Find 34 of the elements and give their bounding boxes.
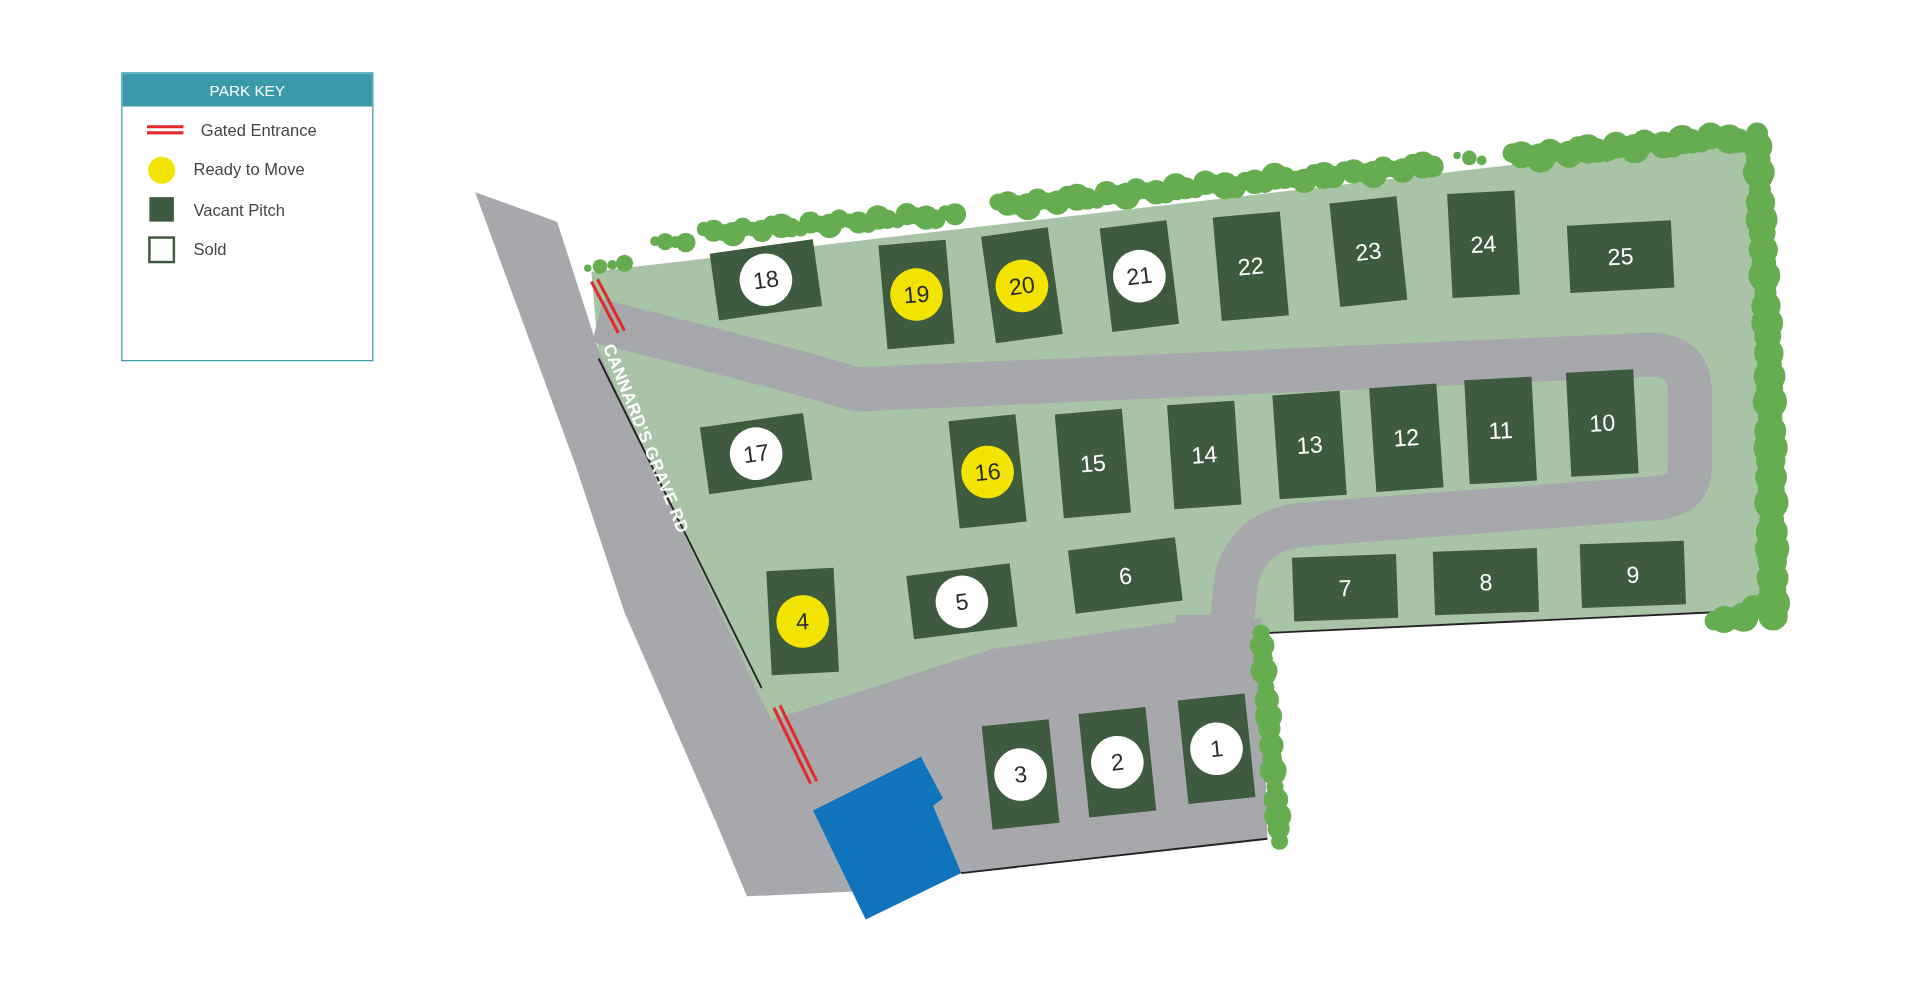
pitch-number: 9 — [1625, 562, 1640, 587]
pitch-number: 11 — [1487, 417, 1513, 443]
pitch-number: 12 — [1392, 424, 1420, 450]
legend-label: Ready to Move — [193, 160, 305, 179]
pitch-number: 25 — [1606, 243, 1634, 269]
pitch-number: 21 — [1124, 262, 1154, 289]
pitch-number: 6 — [1117, 563, 1134, 588]
legend-label: Gated Entrance — [200, 120, 317, 139]
pitch-number: 24 — [1469, 231, 1497, 256]
pitch-number: 7 — [1337, 575, 1352, 600]
pitch-number: 3 — [1012, 761, 1028, 787]
pitch — [1579, 540, 1686, 608]
legend-label: Sold — [193, 240, 227, 259]
pitch-number: 16 — [972, 458, 1001, 485]
pitch-number: 20 — [1006, 272, 1036, 299]
pitch-number: 23 — [1353, 238, 1382, 264]
pitch-number: 13 — [1295, 432, 1323, 457]
pitch-number: 8 — [1478, 569, 1493, 594]
pitch-number: 15 — [1078, 450, 1107, 476]
pitch-number: 10 — [1588, 410, 1616, 435]
pitch-number: 2 — [1109, 749, 1125, 774]
pitch-number: 14 — [1189, 441, 1218, 467]
pitch-number: 18 — [750, 265, 780, 293]
legend-title: PARK KEY — [209, 81, 286, 99]
pitch — [1432, 548, 1539, 616]
legend-label: Vacant Pitch — [193, 200, 286, 219]
pitch-number: 1 — [1208, 735, 1224, 761]
pitch-number: 17 — [741, 439, 770, 467]
pitch-number: 22 — [1236, 253, 1265, 279]
pitch-number: 5 — [953, 588, 970, 614]
pitch — [1291, 554, 1398, 622]
pitch-number: 19 — [902, 281, 930, 307]
pitch-number: 4 — [794, 608, 810, 633]
pitch — [1565, 368, 1638, 477]
